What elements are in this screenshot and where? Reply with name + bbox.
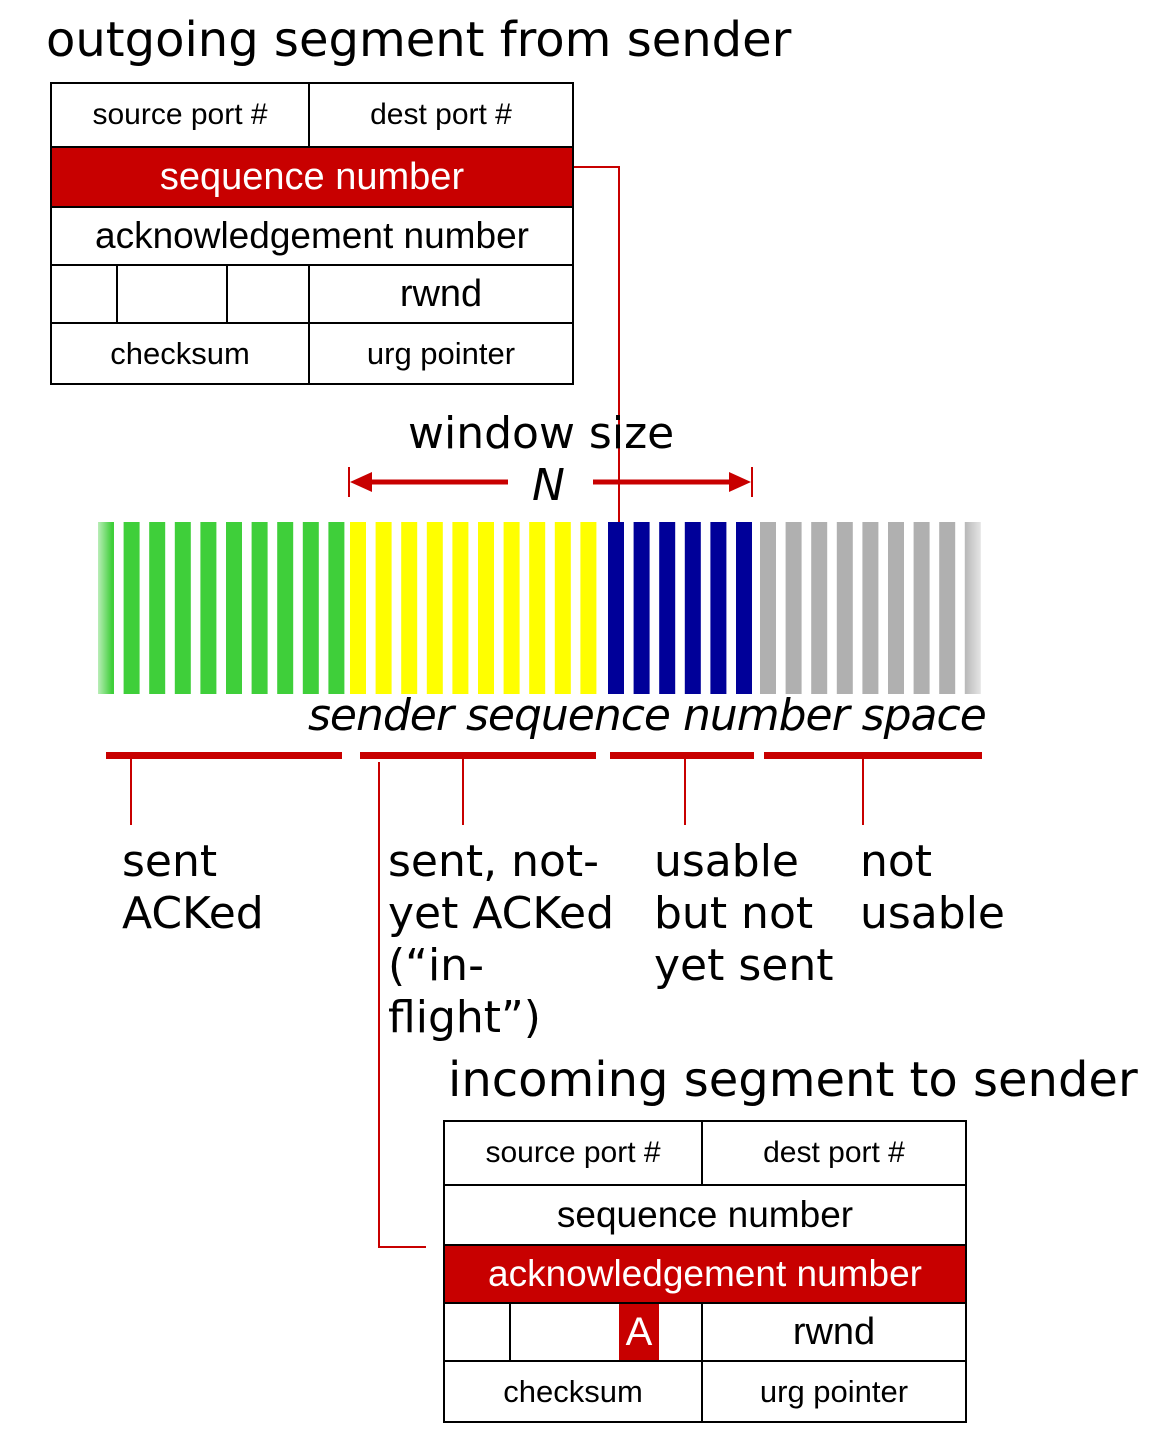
incoming-ack-field: acknowledgement number	[488, 1253, 922, 1294]
tick-not-usable	[862, 759, 864, 825]
bar-not-usable	[913, 522, 930, 694]
bar-in-flight	[503, 522, 520, 694]
ack-connector-v	[378, 762, 380, 1248]
incoming-urg-pointer: urg pointer	[701, 1362, 965, 1421]
bar-not-usable	[836, 522, 853, 694]
bar-not-usable	[811, 522, 828, 694]
bar-not-usable	[939, 522, 956, 694]
bar-usable	[608, 522, 624, 694]
bar-usable	[633, 522, 650, 694]
bar-sent-acked	[123, 522, 140, 694]
label-sent-acked: sent ACKed	[122, 836, 264, 939]
sequence-space-label: sender sequence number space	[308, 690, 987, 741]
bracket-in-flight	[360, 752, 596, 759]
outgoing-row-ports: source port # dest port #	[52, 84, 572, 146]
bar-sent-acked	[302, 522, 319, 694]
bar-in-flight	[580, 522, 597, 694]
bar-sent-acked	[149, 522, 166, 694]
bar-in-flight	[529, 522, 546, 694]
bar-sent-acked	[226, 522, 242, 694]
bar-in-flight	[375, 522, 392, 694]
tick-usable	[684, 759, 686, 825]
outgoing-row-ack: acknowledgement number	[52, 206, 572, 264]
label-in-flight: sent, not- yet ACKed (“in- flight”)	[388, 836, 615, 1043]
incoming-row-ports: source port # dest port #	[445, 1122, 965, 1184]
bar-usable	[659, 522, 676, 694]
ack-connector-h	[378, 1246, 426, 1248]
bar-sent-acked	[251, 522, 268, 694]
bar-sent-acked	[174, 522, 191, 694]
outgoing-flags	[226, 266, 308, 322]
outgoing-checksum: checksum	[110, 335, 250, 371]
bracket-sent-acked	[106, 752, 342, 759]
incoming-source-port: source port #	[485, 1136, 661, 1169]
seq-connector-h	[574, 166, 620, 168]
outgoing-dest-port: dest port #	[308, 84, 572, 146]
incoming-row-ack: acknowledgement number	[445, 1244, 965, 1302]
bar-not-usable	[760, 522, 776, 694]
incoming-title: incoming segment to sender	[448, 1052, 1138, 1108]
bar-not-usable	[785, 522, 802, 694]
label-not-usable: not usable	[860, 836, 1005, 939]
bar-in-flight	[478, 522, 494, 694]
outgoing-rwnd: rwnd	[308, 266, 572, 322]
incoming-seq-field: sequence number	[556, 1194, 854, 1235]
outgoing-row-checksum: checksum urg pointer	[52, 322, 572, 383]
outgoing-source-port: source port #	[92, 98, 268, 131]
incoming-unused	[509, 1304, 619, 1360]
seq-connector-v	[618, 166, 620, 522]
bracket-not-usable	[764, 752, 982, 759]
sequence-space-bars	[90, 522, 990, 697]
outgoing-urg-pointer: urg pointer	[308, 324, 572, 383]
bar-in-flight	[452, 522, 469, 694]
incoming-header-len	[445, 1304, 509, 1360]
bar-in-flight	[350, 522, 366, 694]
tick-sent-acked	[130, 759, 132, 825]
bar-usable	[736, 522, 752, 694]
window-n-label: N	[532, 460, 565, 511]
window-size-label: window size	[408, 408, 675, 459]
bar-sent-acked	[200, 522, 217, 694]
incoming-row-seq: sequence number	[445, 1184, 965, 1244]
outgoing-ack-field: acknowledgement number	[95, 215, 529, 256]
incoming-segment: source port # dest port # sequence numbe…	[443, 1120, 967, 1423]
bar-sent-acked	[328, 522, 345, 694]
outgoing-row-flags: rwnd	[52, 264, 572, 322]
incoming-row-flags: A rwnd	[445, 1302, 965, 1360]
outgoing-row-seq: sequence number	[52, 146, 572, 206]
bar-usable	[710, 522, 727, 694]
incoming-ack-flag: A	[619, 1304, 659, 1360]
bar-sent-acked	[277, 522, 294, 694]
bracket-usable	[610, 752, 754, 759]
incoming-rwnd: rwnd	[701, 1304, 965, 1360]
outgoing-segment: source port # dest port # sequence numbe…	[50, 82, 574, 385]
bar-in-flight	[401, 522, 418, 694]
incoming-checksum: checksum	[503, 1373, 643, 1409]
window-arrow	[348, 467, 753, 497]
incoming-dest-port: dest port #	[701, 1122, 965, 1184]
bar-in-flight	[554, 522, 571, 694]
bar-in-flight	[426, 522, 443, 694]
bar-not-usable	[888, 522, 904, 694]
label-usable: usable but not yet sent	[654, 836, 834, 991]
outgoing-seq-field: sequence number	[159, 155, 465, 198]
bar-not-usable	[862, 522, 879, 694]
outgoing-title: outgoing segment from sender	[46, 12, 792, 68]
outgoing-header-len	[52, 266, 116, 322]
tick-in-flight	[462, 759, 464, 825]
incoming-row-checksum: checksum urg pointer	[445, 1360, 965, 1421]
bar-usable	[684, 522, 701, 694]
outgoing-unused	[116, 266, 226, 322]
